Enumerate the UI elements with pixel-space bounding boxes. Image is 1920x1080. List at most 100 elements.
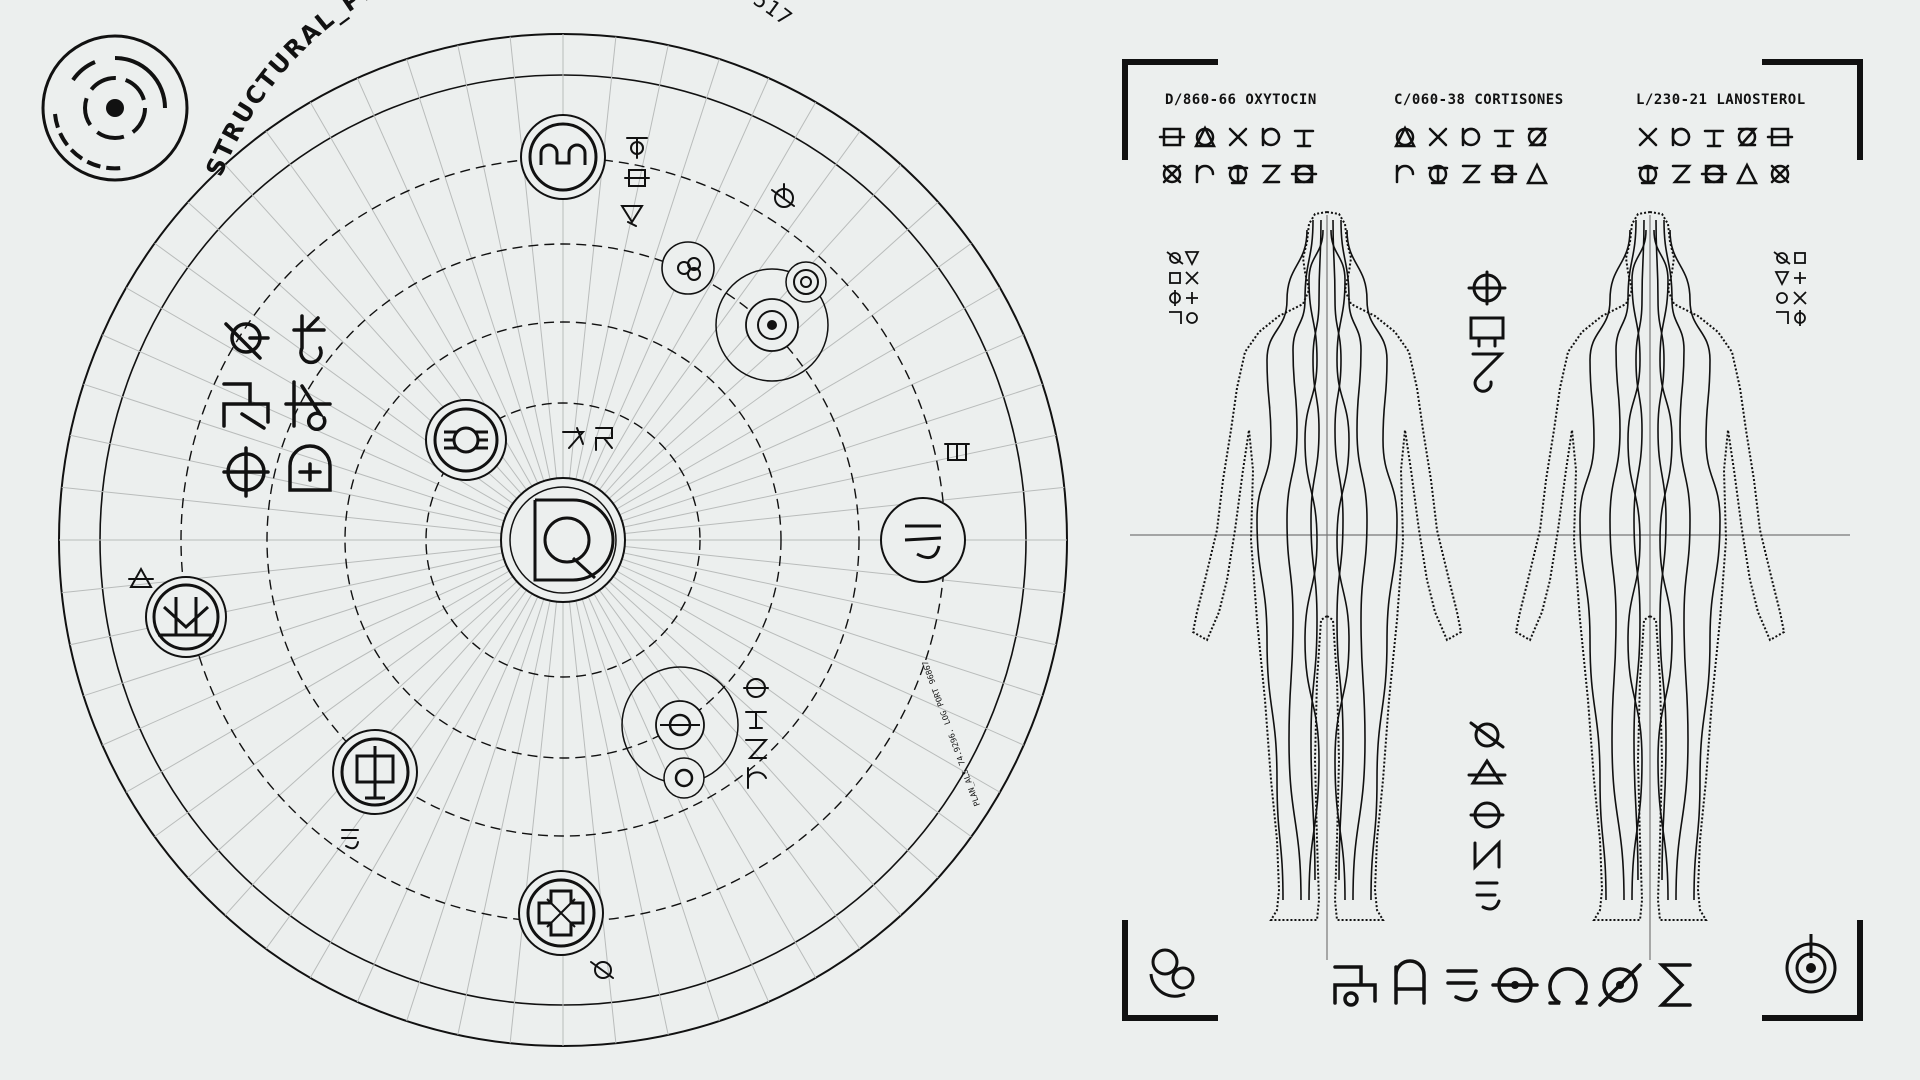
radial-line <box>351 64 539 484</box>
radial-line <box>176 581 518 889</box>
glyph-icon <box>1473 839 1501 871</box>
glyph-icon <box>595 427 613 451</box>
header-lanosterol: L/230-21 LANOSTEROL <box>1636 92 1806 108</box>
glyph-icon <box>1290 164 1318 184</box>
orbit-node-top <box>520 114 606 200</box>
glyph-icon <box>1186 292 1198 304</box>
glyph-icon <box>1637 164 1659 185</box>
glyph-icon <box>745 739 769 759</box>
radial-line <box>59 552 503 649</box>
radial-line <box>568 601 618 1046</box>
glyph-icon <box>1671 127 1691 147</box>
radial-line <box>621 378 1058 522</box>
glyph-icon <box>1186 312 1198 324</box>
plan-side-note: PLAN_ALS 74.9296. LOG PORT 96867 <box>921 659 982 807</box>
glyph-icon <box>1461 127 1481 147</box>
glyph-icon <box>1525 162 1549 185</box>
glyph-icon <box>1261 164 1282 184</box>
glyph-icon <box>1794 310 1806 326</box>
radial-line <box>568 34 618 479</box>
central-emblem-icon <box>500 477 626 603</box>
orbit-node-bottom <box>518 870 604 956</box>
glyph-cluster-left <box>222 314 332 498</box>
glyph-icon <box>1227 164 1249 185</box>
glyph-icon <box>562 427 586 449</box>
radial-diagram: STRUCTURAL_PLAN 69540.9183. LOG PORT 595… <box>41 0 1068 1047</box>
figure-flow-line <box>1340 219 1368 901</box>
glyph-icon <box>1475 881 1501 911</box>
radial-line <box>112 570 510 801</box>
glyph-icon <box>288 444 332 492</box>
glyph-icon <box>1228 127 1248 147</box>
glyph-scatter <box>128 137 970 979</box>
glyph-icon <box>1776 292 1788 304</box>
radial-line <box>68 558 505 702</box>
figure-flow-line <box>1310 219 1322 881</box>
glyph-icon <box>1162 164 1182 184</box>
glyph-icon <box>771 183 795 208</box>
corner-bracket-icon <box>1122 59 1863 1021</box>
orbit-cluster-ne <box>715 261 829 382</box>
radial-line <box>616 570 1014 801</box>
figure-flow-line <box>1669 229 1721 901</box>
radial-line <box>508 34 558 479</box>
target-corner-icon <box>1785 934 1837 994</box>
glyph-row-bottom <box>1333 959 1692 1007</box>
glyph-icon <box>341 829 359 850</box>
glyph-icon <box>1428 127 1448 147</box>
glyph-icon <box>1185 271 1199 285</box>
orbit-node-inner-left <box>425 399 507 481</box>
radial-line <box>87 328 507 516</box>
glyph-icon <box>1467 758 1507 785</box>
header-cortisones: C/060-38 CORTISONES <box>1394 92 1564 108</box>
glyph-icon <box>1793 291 1807 305</box>
glyph-icon <box>743 678 769 698</box>
radial-line <box>621 558 1058 702</box>
glyph-icon <box>1700 164 1728 184</box>
radial-line <box>608 581 950 889</box>
glyph-icon <box>1446 969 1478 1002</box>
radial-line <box>581 45 725 482</box>
radial-line <box>68 378 505 522</box>
radial-line <box>59 485 502 535</box>
glyph-icon <box>1794 272 1806 284</box>
radial-line <box>624 545 1067 595</box>
radial-line <box>401 45 545 482</box>
radial-line <box>612 576 984 847</box>
radial-line <box>351 596 539 1016</box>
figure-flow-line <box>1663 219 1691 901</box>
glyph-icon <box>1293 129 1315 148</box>
orbit-node-left <box>145 576 227 658</box>
glyph-icon <box>1193 125 1217 148</box>
radial-line <box>59 431 503 528</box>
radial-line <box>142 576 514 847</box>
radial-line <box>59 545 502 595</box>
radial-line <box>616 279 1014 510</box>
orbit-node-sw <box>332 729 418 815</box>
glyph-icon <box>1333 965 1377 1007</box>
figure-flow-line <box>1332 219 1344 881</box>
glyph-icon <box>1184 251 1200 267</box>
glyph-icon <box>1493 129 1515 148</box>
glyph-icon <box>1261 127 1281 147</box>
glyph-icon <box>624 169 650 187</box>
glyph-icon <box>1598 963 1642 1007</box>
figure-flow-line <box>1304 229 1324 901</box>
figure-flow-line <box>1256 229 1308 901</box>
glyph-icon <box>1166 251 1184 265</box>
orbit-logo-icon <box>41 34 189 182</box>
radial-line <box>623 431 1067 528</box>
glyph-icon <box>1490 164 1518 184</box>
human-figure-outline <box>1514 211 1786 921</box>
glyph-icon <box>128 566 154 588</box>
glyph-icon <box>626 137 648 159</box>
glyph-column-center-top <box>1467 270 1507 393</box>
orbit-node-small-a <box>661 241 715 295</box>
radial-line <box>593 593 824 991</box>
header-oxytocin: D/860-66 OXYTOCIN <box>1165 92 1317 108</box>
radial-line <box>619 328 1039 516</box>
glyph-icon <box>1169 311 1182 324</box>
glyph-icon <box>222 446 270 498</box>
glyph-icon <box>1770 164 1790 184</box>
